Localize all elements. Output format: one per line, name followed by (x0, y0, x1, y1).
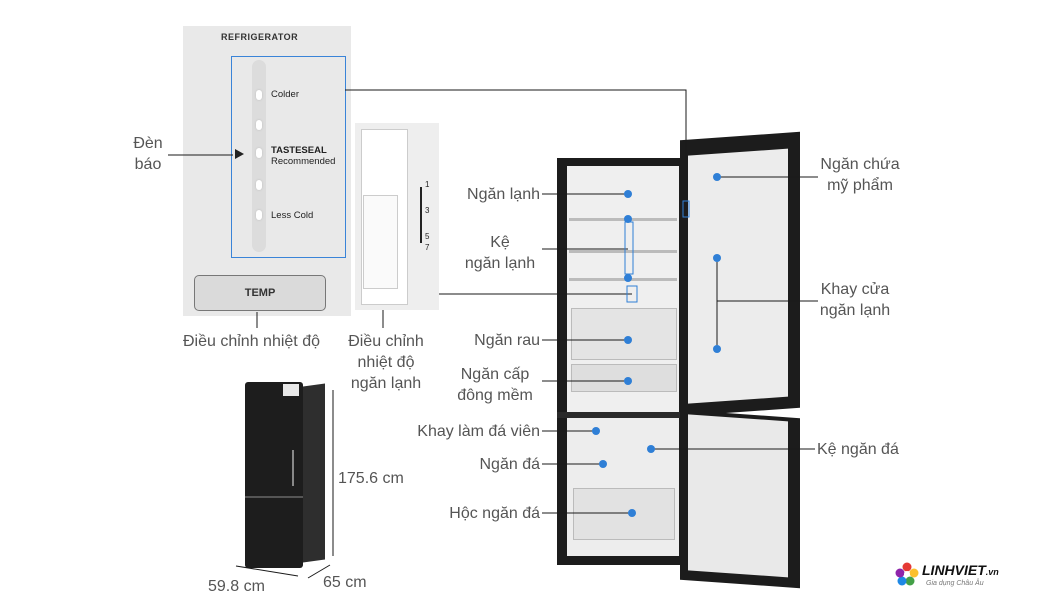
dial-scale-bar (420, 187, 422, 243)
panel-location-box (682, 200, 690, 218)
dial-tick-1: 1 (425, 180, 430, 189)
dim-width: 59.8 cm (208, 578, 265, 595)
dot-shelf-b (624, 274, 632, 282)
level-colder: Colder (271, 89, 299, 100)
label-freezer-drawer: Hộc ngăn đá (449, 505, 540, 522)
dim-width-line (235, 565, 299, 577)
line-door-tray (716, 258, 818, 349)
level-tasteseal: TASTESEAL (271, 145, 327, 156)
veg-drawer-box (571, 308, 677, 360)
dial-panel: 1 3 5 7 (355, 123, 439, 310)
label-fridge-adjust: Điều chỉnh nhiệt độ ngăn lạnh (340, 331, 432, 394)
label-cosmetic: Ngăn chứa mỹ phẩm (812, 154, 908, 196)
shelf-column-box (624, 221, 634, 275)
temp-button[interactable]: TEMP (194, 275, 326, 311)
label-indicator-line1: Đèn (133, 135, 163, 152)
label-soft-freeze-line1: Ngăn cấp (460, 366, 530, 383)
dial-tick-3: 3 (425, 206, 430, 215)
fridge-thumbnail-badge (283, 384, 299, 396)
label-veg-drawer: Ngăn rau (474, 332, 540, 349)
led-1 (256, 90, 262, 100)
level-recommended: Recommended (271, 156, 336, 167)
led-2 (256, 120, 262, 130)
dot-ice-tray (592, 427, 600, 435)
level-less-cold: Less Cold (271, 210, 314, 221)
label-cosmetic-line1: Ngăn chứa (820, 156, 900, 173)
line-panel-to-fridge (345, 89, 687, 160)
soft-freeze-box (571, 364, 677, 392)
brand-flower-icon (895, 562, 919, 586)
label-cosmetic-line2: mỹ phẩm (827, 177, 893, 194)
label-freezer: Ngăn đá (479, 456, 541, 473)
led-3 (256, 148, 262, 158)
dot-freezer (599, 460, 607, 468)
label-freezer-shelf: Kệ ngăn đá (817, 441, 899, 458)
label-door-tray: Khay cửa ngăn lạnh (810, 279, 900, 321)
dot-freezer-drawer (628, 509, 636, 517)
brand-name: LINHVIET.vn (922, 562, 999, 578)
dim-depth: 65 cm (323, 574, 367, 591)
shelf-3 (569, 278, 677, 281)
label-fridge-adjust-line2: nhiệt độ (357, 354, 415, 371)
indicator-frame (231, 56, 346, 258)
dot-shelf-a (624, 215, 632, 223)
label-fridge-shelf-line1: Kệ (490, 234, 510, 251)
freezer-drawer-box (573, 488, 675, 540)
temp-button-label: TEMP (244, 287, 276, 299)
arrow-right-icon (235, 149, 244, 159)
label-door-tray-line1: Khay cửa (820, 281, 890, 298)
label-fridge-shelf-line2: ngăn lạnh (464, 255, 536, 272)
label-fridge-adjust-line3: ngăn lạnh (350, 375, 422, 392)
dot-fridge-compartment (624, 190, 632, 198)
dim-depth-line (307, 564, 331, 579)
control-panel-title: REFRIGERATOR (221, 32, 299, 42)
dot-freezer-shelf (647, 445, 655, 453)
label-fridge-adjust-line1: Điều chỉnh (348, 333, 424, 350)
dial-location-box (626, 285, 638, 303)
fridge-divider (557, 412, 687, 418)
dial-slider (363, 195, 398, 289)
label-fridge-shelf: Kệ ngăn lạnh (458, 232, 542, 274)
dot-soft-freeze (624, 377, 632, 385)
label-temp-adjust: Điều chỉnh nhiệt độ (183, 333, 320, 350)
label-indicator-line2: báo (134, 156, 162, 173)
label-door-tray-line2: ngăn lạnh (819, 302, 891, 319)
dot-veg-drawer (624, 336, 632, 344)
label-soft-freeze: Ngăn cấp đông mềm (448, 364, 542, 406)
dial-tick-7: 7 (425, 243, 430, 252)
fridge-body (557, 158, 687, 565)
dot-door-tray-b (713, 345, 721, 353)
label-ice-tray: Khay làm đá viên (417, 423, 540, 440)
dot-cosmetic (713, 173, 721, 181)
fridge-thumbnail-split (245, 496, 303, 498)
brand-name-text: LINHVIET (922, 562, 986, 578)
dial-tick-5: 5 (425, 232, 430, 241)
shelf-2 (569, 250, 677, 253)
shelf-1 (569, 218, 677, 221)
led-5 (256, 210, 262, 220)
fridge-thumbnail-handle (292, 450, 294, 486)
brand-suffix: .vn (985, 567, 999, 577)
label-fridge-compartment: Ngăn lạnh (467, 186, 540, 203)
dim-height: 175.6 cm (338, 470, 404, 487)
led-4 (256, 180, 262, 190)
brand-tagline: Gia dụng Châu Âu (926, 580, 984, 587)
label-soft-freeze-line2: đông mềm (457, 387, 533, 404)
control-panel: REFRIGERATOR Colder TASTESEAL Recommende… (183, 26, 351, 316)
dot-door-tray-a (713, 254, 721, 262)
label-indicator: Đèn báo (128, 133, 168, 175)
